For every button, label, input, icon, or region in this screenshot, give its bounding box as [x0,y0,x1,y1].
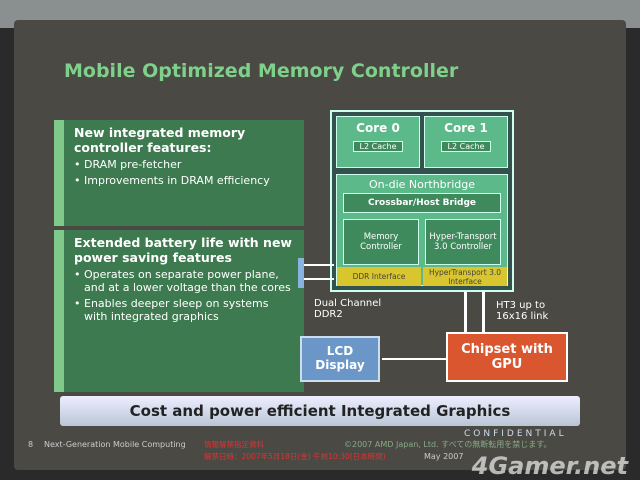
cpu-diagram: Core 0 L2 Cache Core 1 L2 Cache On-die Nor… [330,110,514,292]
core1-label: Core 1 [444,121,488,135]
dual-channel-label: Dual Channel DDR2 [314,298,382,320]
bullet: DRAM pre-fetcher [74,158,294,171]
slide-date: May 2007 [424,452,464,461]
slide-title: Mobile Optimized Memory Controller [64,60,459,82]
lcd-display-box: LCD Display [300,336,380,382]
features-heading: New integrated memory controller feature… [74,125,246,155]
bullet: Operates on separate power plane, and at… [74,268,294,294]
connector-line [304,264,334,266]
core0-label: Core 0 [356,121,400,135]
features-box: New integrated memory controller feature… [54,120,304,226]
banner: Cost and power efficient Integrated Grap… [60,396,580,426]
watermark-logo: 4Gamer.net [471,452,628,480]
embargo-label: 情報解禁指定資料 [204,440,264,449]
ht3-link-label: HT3 up to 16x16 link [496,300,549,322]
chipset-box: Chipset with GPU [446,332,568,382]
northbridge-label: On-die Northbridge [369,178,475,191]
confidential-label: CONFIDENTIAL [464,429,567,439]
crossbar: Crossbar/Host Bridge [343,193,501,213]
ht-controller: Hyper-Transport 3.0 Controller [425,219,501,265]
l2-cache: L2 Cache [353,141,403,152]
ht-arrow-line [482,292,485,332]
bullet: Improvements in DRAM efficiency [74,174,294,187]
bullet: Enables deeper sleep on systems with int… [74,297,294,323]
ddr-interface: DDR Interface [337,267,421,286]
battery-heading: Extended battery life with new power sav… [74,235,292,265]
ht-interface: HyperTransport 3.0 Interface [423,267,507,286]
l2-cache: L2 Cache [441,141,491,152]
memory-bus-icon [298,258,304,288]
core-0: Core 0 L2 Cache [336,116,420,168]
northbridge: On-die Northbridge Crossbar/Host Bridge … [336,174,508,286]
copyright: ©2007 AMD Japan, Ltd. すべての無断転用を禁じます。 [344,440,552,449]
lcd-arrow-line [382,358,446,360]
memory-controller: Memory Controller [343,219,419,265]
footer-title: Next-Generation Mobile Computing [44,440,186,449]
embargo-date: 解禁日時：2007年5月18日(金) 午前10:30(日本時間) [204,452,386,461]
connector-line [304,278,334,280]
page-number: 8 [28,440,34,449]
ht-arrow-line [464,292,467,332]
battery-box: Extended battery life with new power sav… [54,230,304,392]
projection-screen: Mobile Optimized Memory Controller New i… [14,20,626,470]
core-1: Core 1 L2 Cache [424,116,508,168]
